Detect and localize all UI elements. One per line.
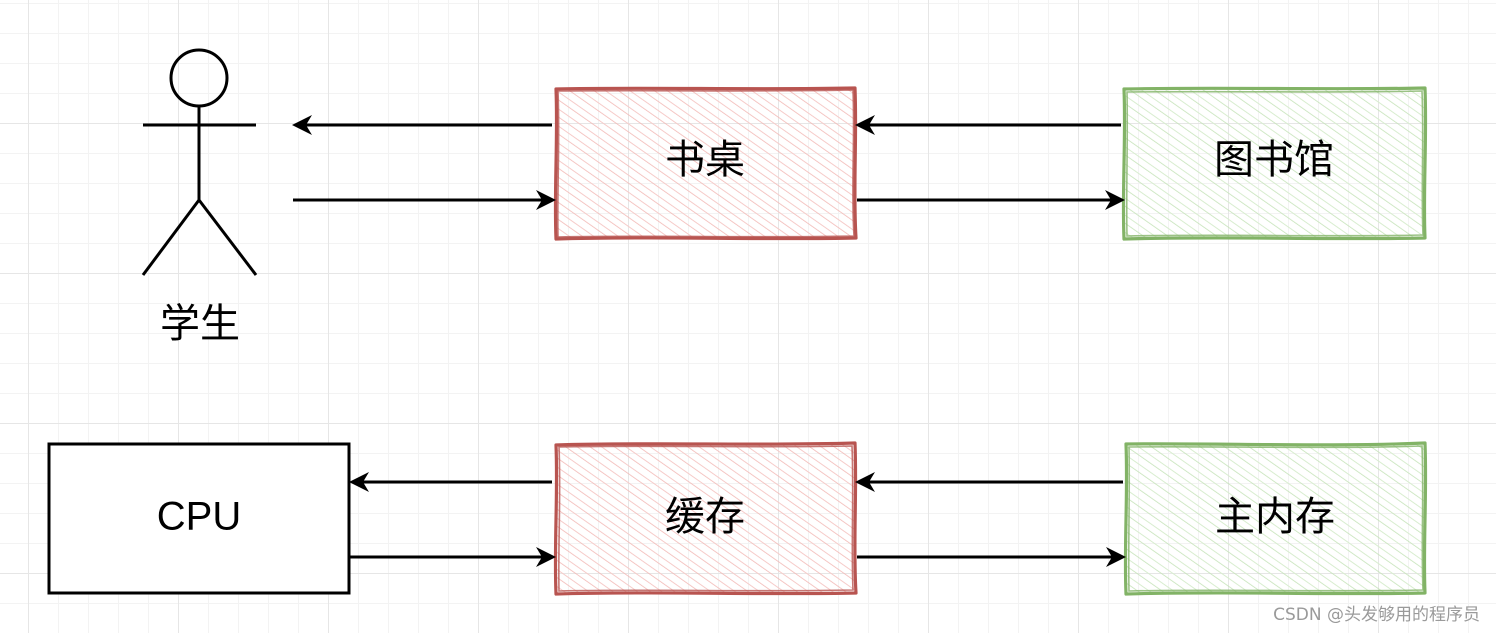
actor-left-leg [141,199,201,276]
main-memory-box[interactable] [1123,441,1428,596]
cache-label: 缓存 [665,494,745,540]
cpu-label: CPU [157,495,241,539]
actor-label: 学生 [160,301,240,347]
student-actor[interactable] [141,48,258,276]
desk-box[interactable] [553,86,858,241]
watermark: CSDN @头发够用的程序员 [1273,605,1480,625]
library-box[interactable] [1121,86,1428,241]
desk-label: 书桌 [665,137,745,183]
cache-box[interactable] [553,441,858,596]
actor-head [169,48,229,108]
main-memory-label: 主内存 [1215,494,1335,540]
library-label: 图书馆 [1214,137,1334,183]
cpu-box[interactable] [47,442,351,595]
actor-right-leg [197,199,258,276]
